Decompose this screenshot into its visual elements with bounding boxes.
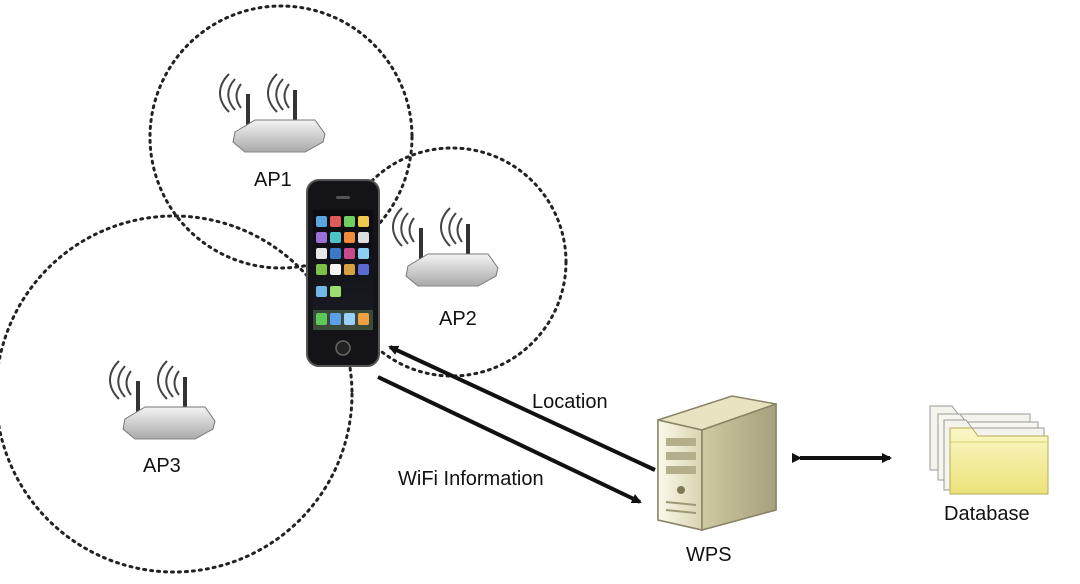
location-arrow (388, 345, 656, 472)
ap1-coverage-circle (148, 4, 414, 270)
database-label: Database (944, 503, 1030, 525)
wps-label: WPS (686, 544, 732, 566)
ap3-router-icon (109, 360, 216, 440)
ap1-label: AP1 (254, 169, 292, 191)
ap3-coverage-circle (0, 214, 354, 574)
ap2-router-icon (392, 207, 499, 287)
folder-stack-icon (929, 405, 1049, 495)
wifi-information-label: WiFi Information (398, 468, 544, 490)
wifi-information-arrow (377, 375, 642, 504)
location-label: Location (532, 391, 608, 413)
ap3-label: AP3 (143, 455, 181, 477)
ap1-router-icon (219, 73, 326, 153)
ap2-label: AP2 (439, 308, 477, 330)
smartphone-icon (306, 179, 380, 367)
server-tower-icon (657, 395, 777, 531)
